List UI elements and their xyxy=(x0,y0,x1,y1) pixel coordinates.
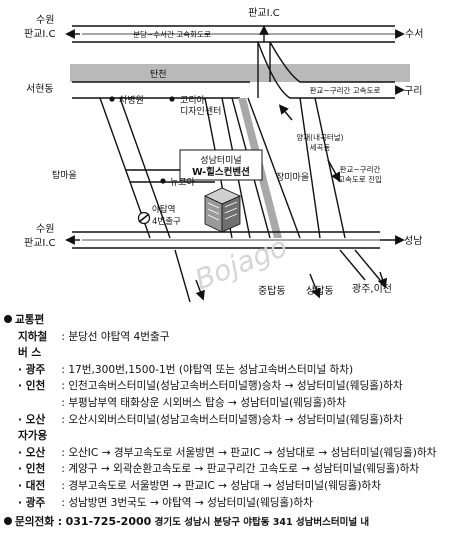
yatap-station-icon xyxy=(137,211,151,225)
car-region: · 오산 xyxy=(18,446,46,459)
label-chabyeongwon: 차병원 xyxy=(119,94,144,106)
bullet-icon xyxy=(4,315,12,323)
bus-route: 인천고속버스터미널(성남고속버스터미널행)승차 → 성남터미널(웨딩홀)하차 xyxy=(68,380,403,393)
expressway-pangyo-guri xyxy=(257,41,395,99)
expressway-bundang-suseo xyxy=(72,25,395,43)
landmark-dots xyxy=(109,96,175,184)
label-yatap-station-line1: 야탑역 xyxy=(152,204,175,215)
bus-list: · 광주 : 17번,300번,1500-1번 (야탑역 또는 성남고속버스터미… xyxy=(4,362,448,428)
car-list: · 오산 : 오산IC → 경부고속도로 서울방면 → 판교IC → 성남대로 … xyxy=(4,445,448,511)
label-pangyo-guri-entry1: 판교~구리간 xyxy=(340,164,381,174)
label-yangjae-line2: 세곡동 xyxy=(310,143,331,152)
car-row: · 오산 : 오산IC → 경부고속도로 서울방면 → 판교IC → 성남대로 … xyxy=(4,445,448,462)
car-region: · 대전 xyxy=(18,479,46,492)
label-guri: 구리 xyxy=(404,85,422,97)
direction-arrows xyxy=(65,25,405,301)
bus-route: 부평남부역 태화상운 시외버스 탑승 → 성남터미널(웨딩홀)하차 xyxy=(68,396,346,409)
label-pangyo-ic-center: 판교I.C xyxy=(248,7,280,19)
car-route: 계양구 → 외곽순환고속도로 → 판교구리간 고속도로 → 성남터미널(웨딩홀)… xyxy=(68,463,420,476)
terminal-building-icon xyxy=(204,187,241,233)
bus-row: · 인천 : 인천고속버스터미널(성남고속버스터미널행)승차 → 성남터미널(웨… xyxy=(4,378,448,395)
car-row: · 광주 : 성남방면 3번국도 → 야탑역 → 성남터미널(웨딩홀)하차 xyxy=(4,495,448,512)
separator: : xyxy=(58,463,69,476)
label-pangyo-ic-bottom: 판교I.C xyxy=(24,237,56,249)
separator: : xyxy=(58,413,69,426)
bus-row: : 부평남부역 태화상운 시외버스 탑승 → 성남터미널(웨딩홀)하차 xyxy=(4,395,448,412)
label-seongnam: 성남 xyxy=(404,235,422,247)
car-row: · 대전 : 경부고속도로 서울방면 → 판교IC → 성남대 → 성남터미널(… xyxy=(4,478,448,495)
terminal-label-line2: W-힐스컨벤션 xyxy=(192,166,250,178)
bullet-icon xyxy=(4,517,12,526)
separator: : xyxy=(58,396,69,409)
bus-row: · 광주 : 17번,300번,1500-1번 (야탑역 또는 성남고속버스터미… xyxy=(4,362,448,379)
car-heading: 자가용 xyxy=(18,430,48,443)
label-newcore: 뉴코아 xyxy=(170,177,196,188)
label-suseo: 수서 xyxy=(405,28,423,40)
label-jangmi-maeul: 장미마을 xyxy=(276,172,309,183)
label-jungtapdong: 중탑동 xyxy=(258,285,286,297)
label-yatap-maeul: 탑마을 xyxy=(52,169,77,181)
separator: : xyxy=(58,363,69,376)
directions-info: 교통편 지하철 : 분당선 야탑역 4번출구 버 스 · 광주 : 17번,30… xyxy=(4,312,448,531)
location-map: 성남터미널 W-힐스컨벤션 Bojago 수원 판교I.C 판교I.C 수서 분… xyxy=(24,7,423,302)
tancheon-stream xyxy=(70,64,410,82)
label-suwon-top: 수원 xyxy=(36,14,54,26)
transport-heading: 교통편 xyxy=(4,312,448,329)
label-pangyo-guri-entry2: 고속도로 진입 xyxy=(338,174,382,184)
label-tancheon: 탄천 xyxy=(150,69,167,80)
bus-row: · 오산 : 오산시외버스터미널(성남고속버스터미널행)승차 → 성남터미널(웨… xyxy=(4,412,448,429)
separator: : xyxy=(58,479,69,492)
car-row: · 인천 : 계양구 → 외곽순환고속도로 → 판교구리간 고속도로 → 성남터… xyxy=(4,461,448,478)
label-yatap-station-line2: 4번출구 xyxy=(152,216,181,227)
car-route: 경부고속도로 서울방면 → 판교IC → 성남대 → 성남터미널(웨딩홀)하차 xyxy=(68,479,381,492)
phone-number[interactable]: 031-725-2000 xyxy=(65,515,152,529)
bus-heading: 버 스 xyxy=(18,347,42,360)
subway-row: 지하철 : 분당선 야탑역 4번출구 xyxy=(18,330,170,343)
car-region: · 광주 xyxy=(18,496,46,509)
seongnam-daero xyxy=(72,231,380,249)
label-pangyo-guri-expressway: 판교~구리간 고속도로 xyxy=(310,85,381,95)
seohyeon-road xyxy=(72,81,250,99)
address-text: 경기도 성남시 분당구 야탑동 341 성남버스터미널 내 xyxy=(154,517,370,529)
contact-row: 문의전화 : 031-725-2000 경기도 성남시 분당구 야탑동 341 … xyxy=(4,514,448,531)
label-gwangju-icheon: 광주,이천 xyxy=(352,283,392,295)
label-bundang-suseo-expressway: 분당~수서간 고속화도로 xyxy=(133,29,211,39)
separator: : xyxy=(58,446,69,459)
terminal-label-line1: 성남터미널 xyxy=(200,155,241,166)
label-pangyo-ic-top: 판교I.C xyxy=(24,28,56,40)
bus-route: 오산시외버스터미널(성남고속버스터미널행)승차 → 성남터미널(웨딩홀)하차 xyxy=(68,413,403,426)
bus-region: · 오산 xyxy=(18,413,46,426)
label-seohyeon: 서현동 xyxy=(26,83,54,95)
bus-region: · 광주 xyxy=(18,363,46,376)
label-suwon-bottom: 수원 xyxy=(36,223,54,235)
bus-route: 17번,300번,1500-1번 (야탑역 또는 성남고속버스터미널 하차) xyxy=(68,363,354,376)
car-route: 성남방면 3번국도 → 야탑역 → 성남터미널(웨딩홀)하차 xyxy=(68,496,313,509)
label-sangtapdong: 상탑동 xyxy=(306,285,334,297)
separator: : xyxy=(58,380,69,393)
bus-region: · 인천 xyxy=(18,380,46,393)
label-yangjae-line1: 양재(내곡터널) xyxy=(296,133,343,142)
separator: : xyxy=(58,496,69,509)
car-route: 오산IC → 경부고속도로 서울방면 → 판교IC → 성남대로 → 성남터미널… xyxy=(68,446,437,459)
car-region: · 인천 xyxy=(18,463,46,476)
terminal-label-box: 성남터미널 W-힐스컨벤션 xyxy=(179,149,263,181)
